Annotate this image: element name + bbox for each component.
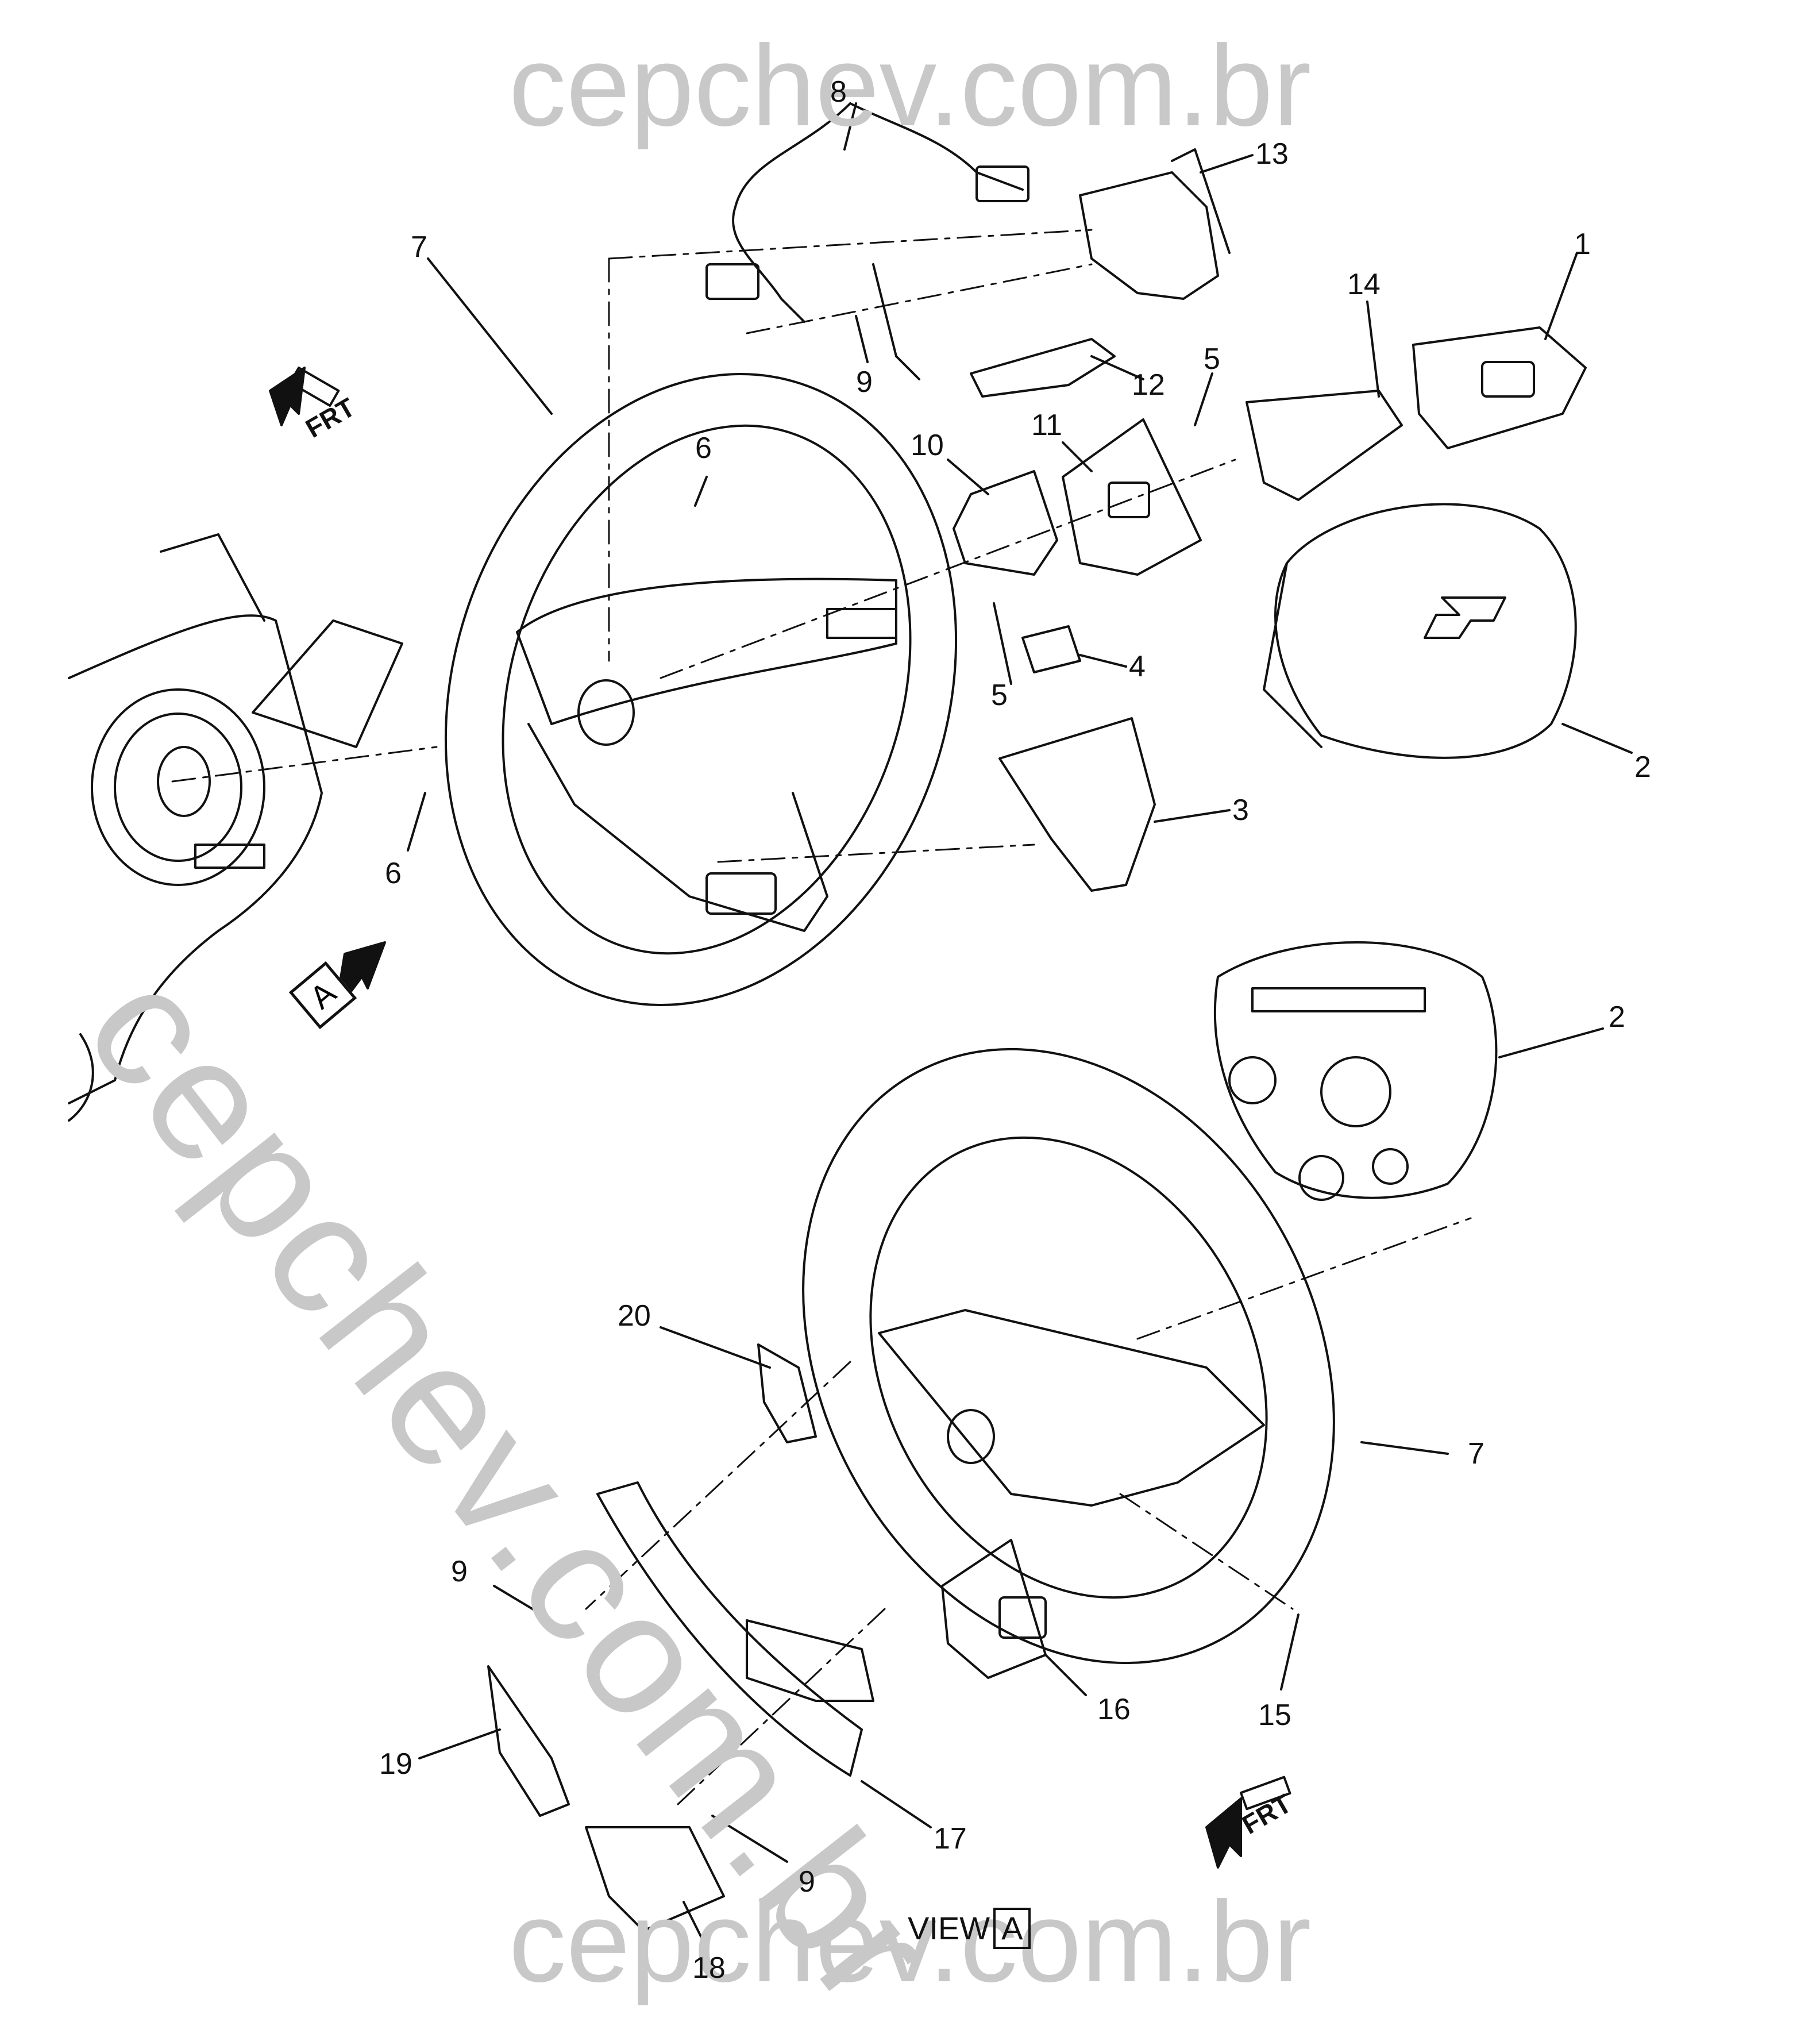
- switch-1: [1412, 326, 1587, 449]
- callout-label: 8: [830, 75, 847, 109]
- callout-label: 7: [1468, 1437, 1484, 1470]
- wiring-harness: [705, 102, 1029, 380]
- air-bag-upper: [1263, 503, 1577, 759]
- paddle-19: [487, 1665, 570, 1817]
- callout-label: 6: [385, 857, 402, 890]
- callout-label: 13: [1255, 137, 1289, 171]
- bezel-3: [998, 717, 1156, 892]
- view-label-letter: A: [993, 1908, 1031, 1949]
- switch-11: [1062, 418, 1202, 576]
- callout-label: 1: [1574, 228, 1591, 261]
- switch-bracket-13: [1079, 148, 1231, 300]
- callout-label: 15: [1258, 1699, 1291, 1732]
- switch-20: [757, 1343, 817, 1443]
- callout-label: 10: [911, 429, 944, 462]
- bolt-4: [1021, 625, 1081, 673]
- view-label-prefix: VIEW: [908, 1910, 990, 1946]
- callout-label: 20: [618, 1299, 651, 1333]
- callout-label: 17: [934, 1822, 967, 1855]
- steering-wheel-lower: [802, 1048, 1335, 1665]
- callout-label: 18: [692, 1951, 726, 1985]
- steering-wheel-upper: [444, 373, 958, 1006]
- callout-label: 7: [411, 230, 427, 264]
- callout-label: 9: [799, 1865, 815, 1898]
- air-bag-lower: [1213, 941, 1498, 1201]
- callout-label: 16: [1097, 1693, 1131, 1726]
- callout-label: 9: [856, 365, 873, 399]
- callout-label: 11: [1031, 409, 1062, 442]
- watermark-bottom: cepchev.com.br: [508, 1878, 1312, 2006]
- callout-label: 4: [1129, 650, 1146, 683]
- callout-label: 2: [1609, 1000, 1625, 1034]
- watermark-top: cepchev.com.br: [508, 22, 1312, 150]
- callout-label: 12: [1132, 368, 1165, 402]
- callout-label: 3: [1232, 794, 1249, 827]
- callout-label: 9: [451, 1555, 468, 1588]
- callout-label: 14: [1347, 268, 1381, 301]
- frt-arrow-icon: [269, 367, 340, 426]
- leader-lines: [407, 102, 1633, 1949]
- cover-18: [585, 1826, 725, 1932]
- steering-column: [68, 533, 403, 1122]
- switch-10: [953, 470, 1058, 576]
- alignment-lines: [171, 229, 1472, 1805]
- callout-label: 5: [991, 679, 1008, 712]
- cover-12: [970, 338, 1116, 398]
- bracket-14: [1246, 390, 1403, 501]
- bezel-17: [596, 1481, 874, 1777]
- callout-label: 5: [1204, 342, 1220, 376]
- switch-16: [941, 1539, 1047, 1679]
- callout-label: 6: [695, 432, 712, 465]
- callout-label: 2: [1634, 750, 1651, 784]
- frt-arrow-icon-lower: [1205, 1776, 1291, 1869]
- callout-label: 19: [379, 1747, 412, 1781]
